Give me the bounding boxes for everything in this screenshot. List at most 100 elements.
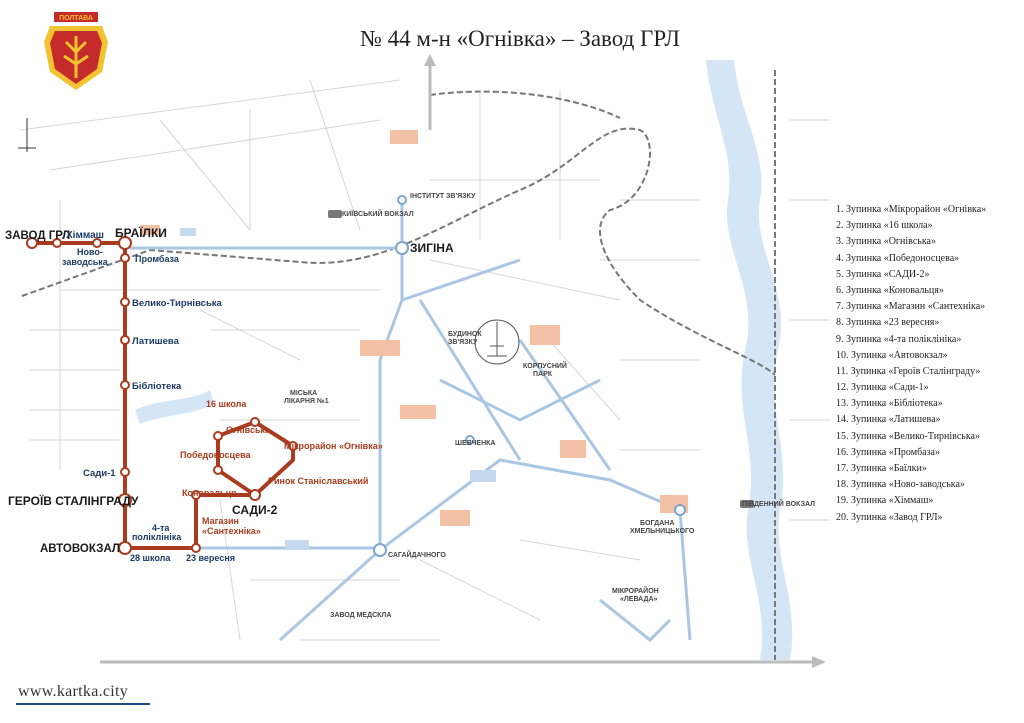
- label-prombaza: Промбаза: [135, 254, 180, 264]
- legend-item: 10. Зупинка «Автовокзал»: [836, 349, 948, 361]
- park-monument-icon: [474, 319, 520, 365]
- label-mikroraion: Мікрорайон «Огнівка»: [284, 441, 383, 451]
- stop-legend: 1. Зупинка «Мікрорайон «Огнівка» 2. Зупи…: [836, 202, 1022, 526]
- legend-item: 17. Зупинка «Баїлки»: [836, 463, 927, 474]
- label-sady1: Сади-1: [83, 468, 116, 479]
- label-ohnivska: Огнівська: [226, 425, 271, 435]
- label-shkola28: 28 школа: [130, 553, 171, 563]
- stop-mikroraion: [288, 441, 298, 451]
- stop-latysheva: [120, 335, 130, 345]
- label-himmash: Хіммаш: [66, 230, 104, 241]
- district-budynok-1: БУДИНОК: [448, 331, 482, 338]
- label-heroiv: ГЕРОЇВ СТАЛІНГРАДУ: [8, 493, 139, 508]
- district-sahaidachnoho: САГАЙДАЧНОГО: [388, 550, 446, 559]
- label-zyhina: ЗИГІНА: [410, 241, 454, 255]
- label-avtovokzal: АВТОВОКЗАЛ: [40, 543, 120, 555]
- river: [706, 60, 793, 660]
- label-biblioteka: Бібліотека: [132, 381, 182, 392]
- legend-item: 18. Зупинка «Ново-заводська»: [836, 479, 965, 491]
- arrow-up-icon: [424, 54, 436, 66]
- label-pobedonostseva: Победоносцева: [180, 450, 252, 460]
- train-icon: [328, 210, 754, 508]
- stop-novozavodska: [92, 238, 102, 248]
- label-sady2: САДИ-2: [232, 503, 278, 517]
- legend-item: 13. Зупинка «Бібліотека»: [836, 398, 943, 410]
- legend-item: 4. Зупинка «Победоносцева»: [836, 252, 960, 264]
- district-instytut: ІНСТИТУТ ЗВ'ЯЗКУ: [410, 193, 476, 200]
- building-blocks: [140, 130, 688, 526]
- page-title: № 44 м-н «Огнівка» – Завод ГРЛ: [359, 26, 681, 51]
- district-park-2: ПАРК: [533, 371, 553, 378]
- legend-item: 7. Зупинка «Магазин «Сантехніка»: [836, 301, 986, 313]
- stop-bailky: [118, 236, 132, 250]
- label-rynok: Ринок Станіславський: [268, 476, 368, 486]
- stop-himmash: [52, 238, 62, 248]
- website-underline: [16, 703, 150, 705]
- district-park-1: КОРПУСНИЙ: [523, 361, 567, 370]
- arrow-right-icon: [812, 656, 826, 668]
- label-veliko: Велико-Тирнівська: [132, 298, 223, 309]
- legend-item: 6. Зупинка «Коновальця»: [836, 284, 944, 296]
- label-mahazyn-2: «Сантехніка»: [202, 526, 261, 536]
- stop-veliko: [120, 297, 130, 307]
- label-novo-2: заводська: [62, 257, 109, 267]
- coat-text: ПОЛТАВА: [59, 15, 93, 22]
- stop-veresnia23: [191, 543, 201, 553]
- district-likarnia-1: МІСЬКА: [290, 390, 317, 397]
- legend-item: 2. Зупинка «16 школа»: [836, 220, 933, 232]
- stop-pobedonostseva: [213, 465, 223, 475]
- building-blocks-blue: [180, 228, 496, 550]
- website-link[interactable]: www.kartka.city: [18, 683, 129, 700]
- district-levada-2: «ЛЕВАДА»: [620, 596, 658, 603]
- stop-avtovokzal: [118, 541, 132, 555]
- river-left: [135, 390, 214, 424]
- label-konovaltsia: Коновальця: [182, 488, 236, 498]
- railways: [21, 70, 776, 660]
- label-novo-1: Ново-: [77, 247, 103, 257]
- label-zavod-grl: ЗАВОД ГРЛ: [5, 230, 70, 242]
- legend-item: 9. Зупинка «4-та поліклініка»: [836, 333, 962, 345]
- district-bohdana-1: БОГДАНА: [640, 520, 674, 527]
- stop-prombaza: [120, 253, 130, 263]
- label-poliklinika-1: 4-та: [152, 523, 170, 533]
- stop-zavod-grl: [26, 237, 38, 249]
- stop-biblioteka: [120, 380, 130, 390]
- trolley-network: [130, 200, 692, 643]
- legend-item: 15. Зупинка «Велико-Тирнівська»: [836, 430, 980, 442]
- district-bohdana-2: ХМЕЛЬНИЦЬКОГО: [630, 528, 695, 535]
- label-bailky: БРАЇЛКИ: [115, 225, 167, 240]
- road-arrows: [100, 60, 820, 664]
- district-pivd-vokzal: ПІВДЕННИЙ ВОКЗАЛ: [742, 499, 815, 508]
- stop-konovaltsia: [191, 490, 201, 500]
- legend-item: 1. Зупинка «Мікрорайон «Огнівка»: [836, 204, 987, 215]
- compass-icon: [18, 118, 36, 152]
- stop-heroiv: [118, 493, 132, 507]
- label-poliklinika-2: поліклініка: [132, 532, 182, 542]
- district-likarnia-2: ЛІКАРНЯ №1: [284, 397, 329, 405]
- label-shkola16: 16 школа: [206, 399, 247, 409]
- label-latysheva: Латишева: [132, 336, 180, 347]
- district-kyiv-vokzal: КИЇВСЬКИЙ ВОКЗАЛ: [342, 209, 414, 218]
- legend-item: 20. Зупинка «Завод ГРЛ»: [836, 511, 943, 523]
- district-zavod-medsklo: ЗАВОД МЕДСКЛА: [330, 612, 391, 619]
- stop-shkola16: [250, 417, 260, 427]
- district-levada-1: МІКРОРАЙОН: [612, 586, 659, 595]
- legend-item: 3. Зупинка «Огнівська»: [836, 236, 936, 248]
- legend-item: 8. Зупинка «23 вересня»: [836, 317, 940, 329]
- legend-item: 14. Зупинка «Латишева»: [836, 414, 941, 426]
- legend-item: 12. Зупинка «Сади-1»: [836, 382, 929, 394]
- label-mahazyn-1: Магазин: [202, 516, 239, 526]
- city-coat-of-arms-icon: ПОЛТАВА: [44, 12, 108, 90]
- stop-ohnivska: [213, 431, 223, 441]
- stop-sady2: [249, 489, 261, 501]
- trolley-stops: [373, 195, 686, 557]
- route-stops: [26, 236, 298, 555]
- legend-item: 11. Зупинка «Героїв Сталінграду»: [836, 365, 981, 377]
- district-shevchenka: ШЕВЧЕНКА: [455, 440, 495, 447]
- legend-item: 16. Зупинка «Промбаза»: [836, 446, 940, 458]
- district-budynok-2: ЗВ'ЯЗКУ: [448, 339, 478, 346]
- legend-item: 19. Зупинка «Хіммаш»: [836, 495, 934, 507]
- label-veresnia23: 23 вересня: [186, 553, 235, 563]
- legend-item: 5. Зупинка «САДИ-2»: [836, 268, 930, 280]
